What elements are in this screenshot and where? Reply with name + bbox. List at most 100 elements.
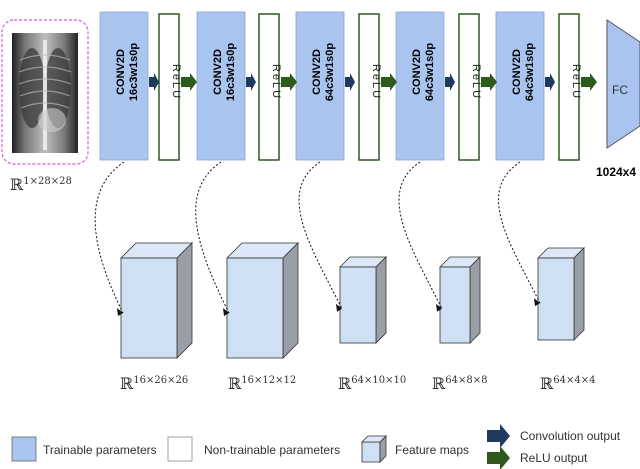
relu-label: ReLU xyxy=(170,64,182,100)
connector-arrowhead xyxy=(117,308,123,316)
relu-output-arrow xyxy=(181,73,197,91)
feature-map-connector xyxy=(94,161,125,314)
conv-block xyxy=(295,11,345,161)
legend-relu-arrow-icon xyxy=(487,446,510,469)
feature-map-cube-4 xyxy=(439,256,481,344)
conv-spec: 16c3w1s0p xyxy=(225,43,237,101)
feature-map-shape-label: ℝ16×26×26 xyxy=(120,374,188,393)
conv-output-arrow xyxy=(445,73,455,91)
relu-output-arrow xyxy=(581,73,597,91)
fc-size-label: 1024x4 xyxy=(596,165,636,179)
conv-block xyxy=(395,11,445,161)
cube-side xyxy=(573,247,585,341)
feature-map-connectors xyxy=(94,161,541,316)
legend-non-trainable-label: Non-trainable parameters xyxy=(204,443,340,457)
relu-block xyxy=(458,13,480,161)
relu-label: ReLU xyxy=(570,64,582,100)
relu-layer-1: ReLU xyxy=(158,13,182,161)
conv-spec: 64c3w1s0p xyxy=(324,43,336,101)
conv-block xyxy=(99,11,149,161)
input-dashed-border xyxy=(1,19,89,165)
legend: Trainable parameters Non-trainable param… xyxy=(11,424,621,469)
conv-label: CONV2D xyxy=(411,49,423,95)
conv-output-arrow xyxy=(545,73,555,91)
feature-map-connector xyxy=(195,161,230,314)
relu-output-arrow xyxy=(381,73,397,91)
cube-front xyxy=(439,266,471,344)
feature-map-connector xyxy=(398,161,443,310)
feature-map-connector xyxy=(298,161,343,310)
conv-spec: 64c3w1s0p xyxy=(524,43,536,101)
conv-label: CONV2D xyxy=(115,49,127,95)
input-image xyxy=(1,19,89,165)
legend-conv-output-label: Convolution output xyxy=(520,429,621,443)
conv-output-arrow xyxy=(246,73,256,91)
conv-output-arrow xyxy=(345,73,355,91)
conv-label: CONV2D xyxy=(311,49,323,95)
feature-maps xyxy=(120,242,585,359)
connector-arrowhead xyxy=(436,303,442,312)
connector-arrowhead xyxy=(534,298,540,307)
legend-trainable-label: Trainable parameters xyxy=(43,443,157,457)
conv-spec: 16c3w1s0p xyxy=(128,43,140,101)
relu-label: ReLU xyxy=(270,64,282,100)
legend-feature-maps-label: Feature maps xyxy=(395,443,469,457)
feature-map-labels: ℝ16×26×26 ℝ16×12×12 ℝ64×10×10 ℝ64×8×8 ℝ64×4×… xyxy=(120,374,596,393)
relu-block xyxy=(158,13,180,161)
layer-arrows xyxy=(149,73,597,91)
chest-xray-icon xyxy=(12,33,78,153)
cube-side xyxy=(375,256,387,344)
connector-arrowhead xyxy=(223,308,229,316)
relu-layer-2: ReLU xyxy=(258,13,282,161)
legend-non-trainable-swatch xyxy=(167,436,193,462)
conv-block xyxy=(495,11,545,161)
relu-block xyxy=(258,13,280,161)
conv-spec: 64c3w1s0p xyxy=(424,43,436,101)
feature-map-cube-5 xyxy=(537,247,585,341)
connector-arrowhead xyxy=(336,303,342,312)
cube-side xyxy=(282,242,299,359)
relu-label: ReLU xyxy=(470,64,482,100)
legend-conv-arrow-icon xyxy=(487,424,510,448)
feature-map-shape-label: ℝ64×10×10 xyxy=(338,374,406,393)
feature-map-shape-label: ℝ64×8×8 xyxy=(432,374,488,393)
feature-map-shape-label: ℝ16×12×12 xyxy=(228,374,296,393)
relu-block xyxy=(558,13,580,161)
conv-label: CONV2D xyxy=(511,49,523,95)
cube-front xyxy=(120,257,178,359)
cube-front xyxy=(537,257,575,341)
fc-trapezoid xyxy=(606,19,640,149)
relu-output-arrow xyxy=(281,73,297,91)
cube-side xyxy=(176,242,193,359)
conv-label: CONV2D xyxy=(212,49,224,95)
fc-layer: FC xyxy=(606,19,640,149)
feature-map-connector xyxy=(498,161,541,304)
relu-output-arrow xyxy=(481,73,497,91)
cube-front xyxy=(226,257,284,359)
relu-layer-4: ReLU xyxy=(458,13,482,161)
legend-relu-output-label: ReLU output xyxy=(520,451,588,465)
relu-layer-3: ReLU xyxy=(358,13,382,161)
feature-map-shape-label: ℝ64×4×4 xyxy=(540,374,596,393)
conv-block xyxy=(196,11,246,161)
conv-output-arrow xyxy=(149,73,159,91)
cube-side xyxy=(469,256,481,344)
feature-map-cube-1 xyxy=(120,242,193,359)
input-shape-label: ℝ1×28×28 xyxy=(10,175,72,194)
cube-front xyxy=(339,266,377,344)
feature-map-cube-3 xyxy=(339,256,387,344)
relu-block xyxy=(358,13,380,161)
legend-trainable-swatch xyxy=(11,436,37,462)
legend-feature-map-icon xyxy=(361,435,387,463)
feature-map-cube-2 xyxy=(226,242,299,359)
fc-label: FC xyxy=(612,83,628,97)
relu-label: ReLU xyxy=(370,64,382,100)
relu-layer-5: ReLU xyxy=(558,13,582,161)
